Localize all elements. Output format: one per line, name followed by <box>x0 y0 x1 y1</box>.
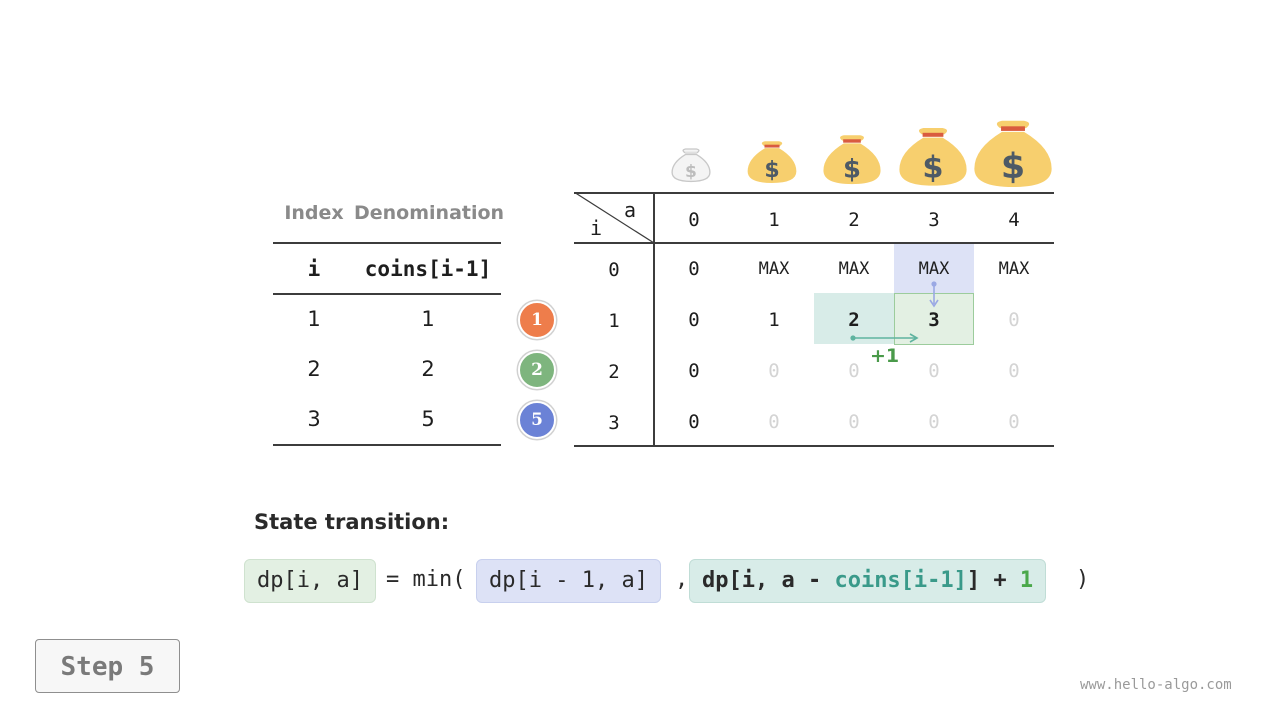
dp-header-divider <box>574 242 1054 244</box>
dp-cell: 0 <box>928 411 940 433</box>
dp-cell: 0 <box>928 360 940 382</box>
svg-text:$: $ <box>843 154 861 184</box>
denomination-cell: 1 <box>421 307 435 331</box>
coin-badge: 5 <box>518 401 556 439</box>
dp-col-header: 2 <box>848 209 860 231</box>
dp-col-header: 4 <box>1008 209 1020 231</box>
dp-col-header: 3 <box>928 209 940 231</box>
dp-cell: 0 <box>688 411 700 433</box>
denomination-cell: 2 <box>421 357 435 381</box>
dp-cell: 0 <box>768 411 780 433</box>
formula-title: State transition: <box>254 510 450 534</box>
dp-cell: MAX <box>838 259 870 279</box>
formula-arg2-one: 1 <box>1019 568 1034 593</box>
transition-arrows <box>850 281 939 343</box>
formula-arg2-prefix: dp[i, a - <box>702 568 835 593</box>
dp-cell: 0 <box>1008 309 1020 331</box>
dp-cell: MAX <box>758 259 790 279</box>
watermark: www.hello-algo.com <box>1080 677 1232 693</box>
formula-lhs: dp[i, a] <box>244 559 376 603</box>
dp-left-cell-highlight <box>814 293 894 344</box>
formula-close: ) <box>1076 567 1090 592</box>
money-bag-icon: $ <box>823 135 881 184</box>
formula-comma: , <box>675 567 689 592</box>
dp-cell: MAX <box>998 259 1030 279</box>
dp-cell: 0 <box>848 360 860 382</box>
dp-cell: 0 <box>688 309 700 331</box>
subheader-coins: coins[i-1] <box>364 257 492 281</box>
header-index: Index <box>284 202 344 224</box>
money-bag-icon: $ <box>671 148 711 183</box>
dp-cell: 0 <box>688 258 700 280</box>
dp-cell: 0 <box>1008 360 1020 382</box>
money-bag-icons: $ $ $ $ $ <box>671 120 1052 188</box>
denomination-cell: 5 <box>421 407 435 431</box>
dp-col-header: 1 <box>768 209 780 231</box>
dp-cell-target: 3 <box>928 309 940 331</box>
dp-cell: MAX <box>918 259 950 279</box>
coin-badge: 1 <box>518 301 556 339</box>
dp-cell: 0 <box>688 360 700 382</box>
dp-cell: 0 <box>848 411 860 433</box>
dp-cell: 2 <box>848 309 860 331</box>
dp-cell: 1 <box>768 309 780 331</box>
subheader-i: i <box>307 257 321 281</box>
table-divider <box>273 242 501 244</box>
dp-row-header: 1 <box>608 310 620 332</box>
svg-text:$: $ <box>764 158 779 183</box>
dp-row-header: 2 <box>608 361 620 383</box>
money-bag-icon: $ <box>899 128 967 186</box>
dp-col-header: 0 <box>688 209 700 231</box>
coin-badge: 2 <box>518 351 556 389</box>
step-button[interactable]: Step 5 <box>35 639 180 693</box>
index-cell: 3 <box>307 407 321 431</box>
formula-arg2-mid: ] + <box>966 568 1020 593</box>
formula-eq-min: = min( <box>386 567 466 592</box>
dp-row-header-divider <box>653 192 655 446</box>
header-denomination: Denomination <box>354 202 505 224</box>
dp-row-header: 3 <box>608 412 620 434</box>
plus-one-label: +1 <box>870 345 900 367</box>
svg-text:$: $ <box>922 151 943 186</box>
formula-arg2: dp[i, a - coins[i-1]] + 1 <box>689 559 1047 603</box>
corner-col-label: a <box>624 198 637 222</box>
dp-cell: 0 <box>768 360 780 382</box>
dp-corner-diagonal <box>574 192 654 243</box>
money-bag-icon: $ <box>747 141 797 183</box>
dp-top-border <box>574 192 1054 194</box>
money-bag-icon: $ <box>974 120 1052 188</box>
table-bottom-border <box>273 444 501 446</box>
corner-row-label: i <box>590 216 603 240</box>
formula-arg1: dp[i - 1, a] <box>476 559 661 603</box>
table-divider <box>273 293 501 295</box>
dp-bottom-border <box>574 445 1054 447</box>
index-cell: 2 <box>307 357 321 381</box>
dp-cell: 0 <box>1008 411 1020 433</box>
index-cell: 1 <box>307 307 321 331</box>
svg-text:$: $ <box>1001 147 1025 187</box>
svg-text:$: $ <box>685 162 697 182</box>
dp-row-header: 0 <box>608 259 620 281</box>
formula-arg2-coins: coins[i-1] <box>834 568 967 593</box>
